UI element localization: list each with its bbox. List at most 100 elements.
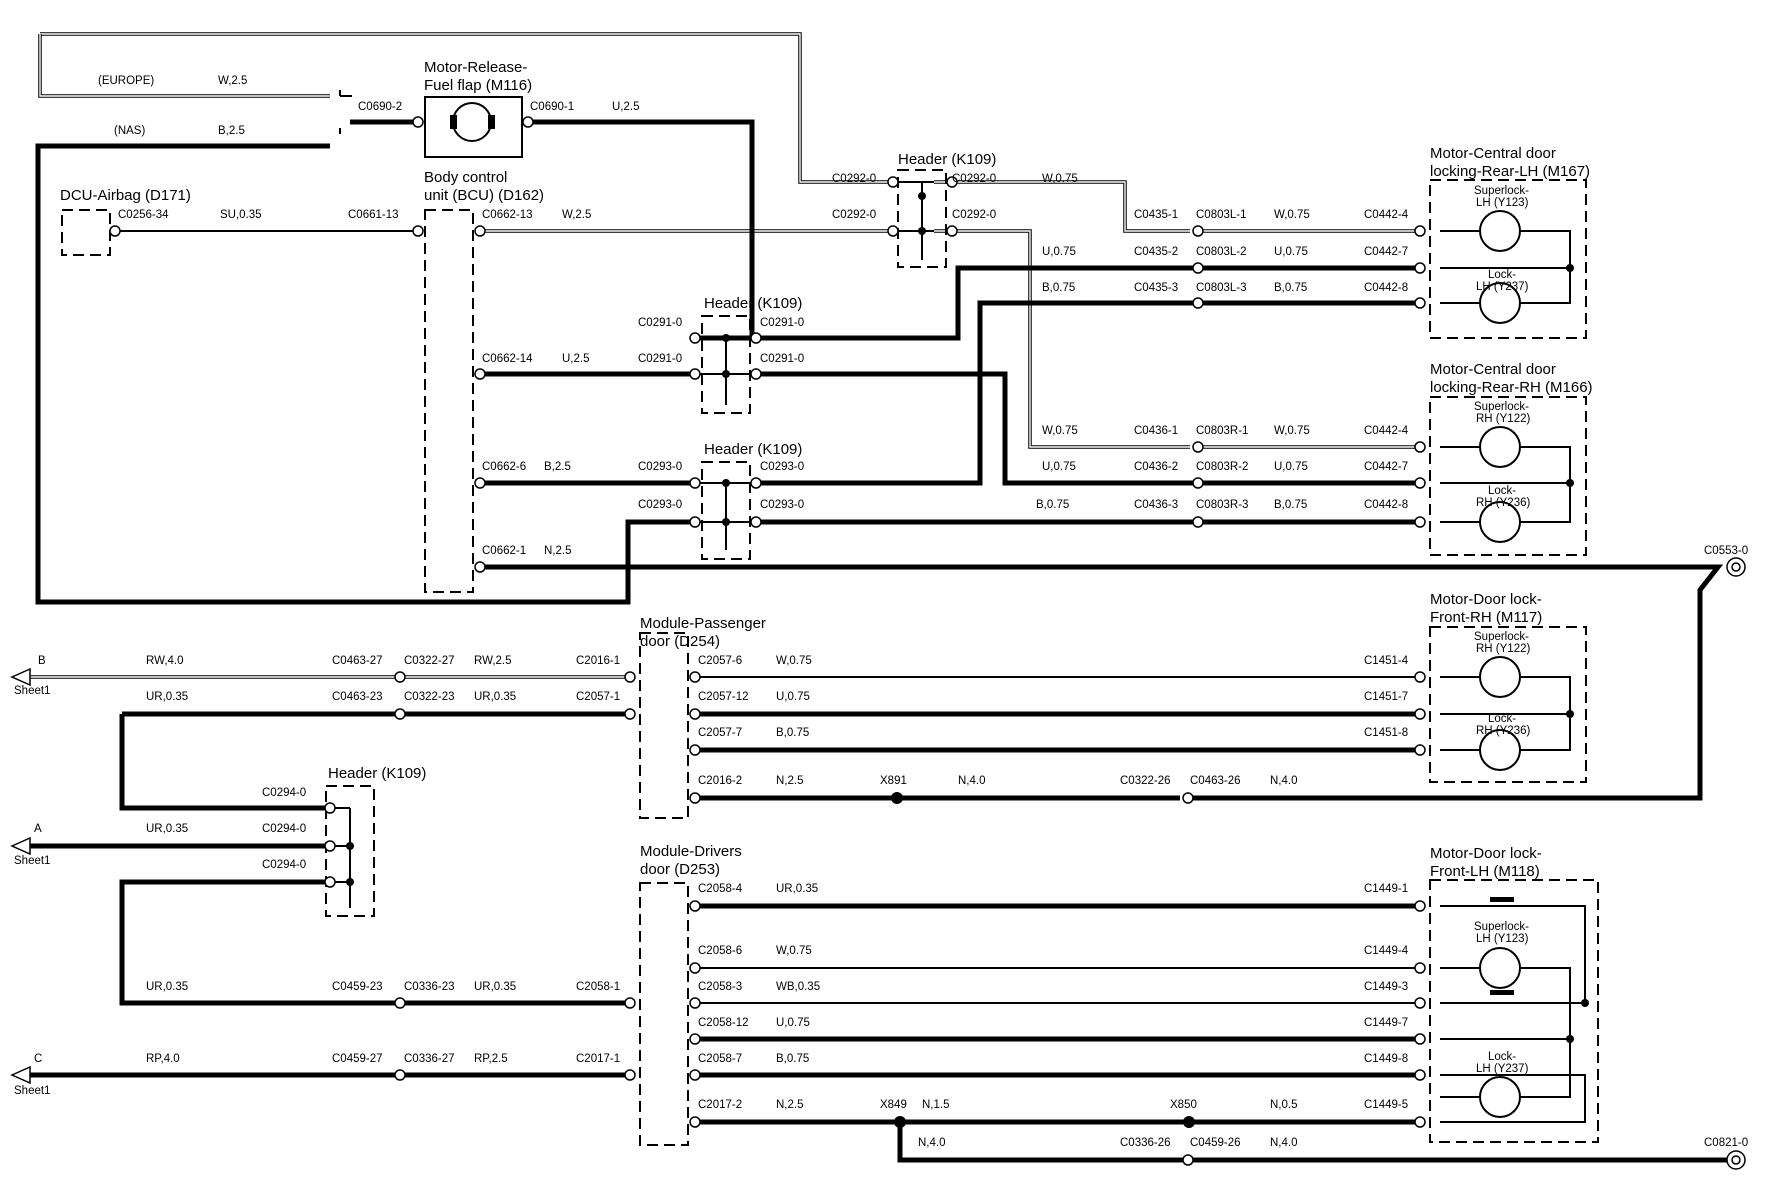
wire-label: RP,4.0 [146,1053,180,1065]
wire-label: N,2.5 [776,1099,804,1111]
component-title: Header (K109) [704,441,802,458]
sheet-arrows [10,667,31,1085]
sheet-ref: A [34,823,42,835]
label: Superlock- [1474,185,1529,197]
wire-label: B,2.5 [544,461,571,473]
connector-label: C1451-8 [1364,727,1408,739]
wire-label: W,0.75 [1274,209,1310,221]
connector-label: C0293-0 [638,461,682,473]
component-title: Motor-Release- [424,59,527,76]
connector-label: C0662-14 [482,353,533,365]
m166-motor-box [1429,396,1587,556]
wire-label: WB,0.35 [776,981,820,993]
connector-label: C1449-4 [1364,945,1409,957]
connector-label: C0322-26 [1120,775,1171,787]
arrow-left-icon[interactable] [10,667,31,687]
connector-label: C0436-1 [1134,425,1178,437]
label: W,2.5 [218,75,247,87]
d254-module-box [639,632,689,819]
component-title: Header (K109) [898,151,996,168]
arrow-left-icon[interactable] [10,1065,31,1085]
label: LH (Y123) [1476,197,1529,209]
connector-label: C0294-0 [262,787,306,799]
connector-label: C0256-34 [118,209,169,221]
switch-icon [1490,990,1514,995]
connector-label: C2057-12 [698,691,749,703]
d253-module-box [639,882,689,1146]
connector-label: C0292-0 [952,173,996,185]
connector-label: C0336-26 [1120,1137,1171,1149]
label: RH (Y122) [1476,643,1530,655]
wire-label: U,0.75 [1274,461,1308,473]
arrow-left-icon[interactable] [10,836,31,856]
wire-label: B,0.75 [1036,499,1069,511]
switch-icon [1490,897,1514,902]
connector-label: C0463-26 [1190,775,1241,787]
label: (EUROPE) [98,75,154,87]
sheet-ref: B [38,655,46,667]
connector-label: C0322-27 [404,655,455,667]
connector-label: C0292-0 [832,173,876,185]
connector-label: C0662-6 [482,461,526,473]
splice-x850 [1183,1116,1195,1128]
motor-icon [1479,426,1521,468]
connector-label: C0336-27 [404,1053,455,1065]
wire-label: UR,0.35 [146,691,188,703]
components [61,96,1599,1146]
wire-label: U,2.5 [612,101,640,113]
wire-label: U,0.75 [1042,246,1076,258]
header-box [701,461,751,560]
connector-label: C0662-13 [482,209,533,221]
connector-label: C2057-1 [576,691,620,703]
connector-label: C0442-4 [1364,425,1409,437]
thick-wires [30,119,1728,1163]
splice-label: X891 [880,775,907,787]
connector-label: C0293-0 [760,461,804,473]
connector-label: C0292-0 [832,209,876,221]
connector-label: C0463-23 [332,691,383,703]
m167-motor-box [1429,179,1587,339]
connector-label: C0463-27 [332,655,383,667]
connector-label: C0803L-1 [1196,209,1247,221]
connector-label: C1449-1 [1364,883,1408,895]
sheet-ref: Sheet1 [14,1085,50,1097]
wire-label: N,4.0 [918,1137,946,1149]
component-title: door (D253) [640,861,720,878]
motor-icon [1479,947,1521,989]
splice-x891 [891,792,903,804]
motor-icon [1479,210,1521,252]
connector-label: C2058-12 [698,1017,749,1029]
connector-label: C2058-7 [698,1053,742,1065]
component-title: Motor-Central door [1430,145,1556,162]
wire-label: RW,4.0 [146,655,184,667]
connector-label: C2016-1 [576,655,620,667]
wire-label: RW,2.5 [474,655,512,667]
wire-label: N,4.0 [1270,775,1298,787]
thin-wires [115,90,1420,1160]
connector-label: C2017-1 [576,1053,620,1065]
header-box [897,169,947,268]
wire-label: W,0.75 [776,945,812,957]
dcu-airbag-box [61,209,111,256]
m118-motor-box [1429,879,1599,1143]
wire-label: UR,0.35 [146,823,188,835]
connector-label: C1449-5 [1364,1099,1408,1111]
label: LH (Y237) [1476,281,1529,293]
header-buses [330,181,934,908]
wire-label: U,2.5 [562,353,590,365]
motor-icon [1479,1076,1521,1118]
wire-label: B,0.75 [1274,499,1307,511]
connector-label: C0294-0 [262,823,306,835]
label: Superlock- [1474,401,1529,413]
m116-motor-box [424,96,523,158]
connector-label: C0442-7 [1364,461,1408,473]
component-title: Motor-Central door [1430,361,1556,378]
wire-label: B,0.75 [776,1053,809,1065]
connector-label: C1449-3 [1364,981,1408,993]
connectors [109,116,1746,1170]
connector-label: C0690-1 [530,101,574,113]
connector-label: C0293-0 [638,499,682,511]
connector-label: C0442-7 [1364,246,1408,258]
connector-label: C0459-27 [332,1053,383,1065]
component-title: Front-RH (M117) [1430,609,1542,626]
